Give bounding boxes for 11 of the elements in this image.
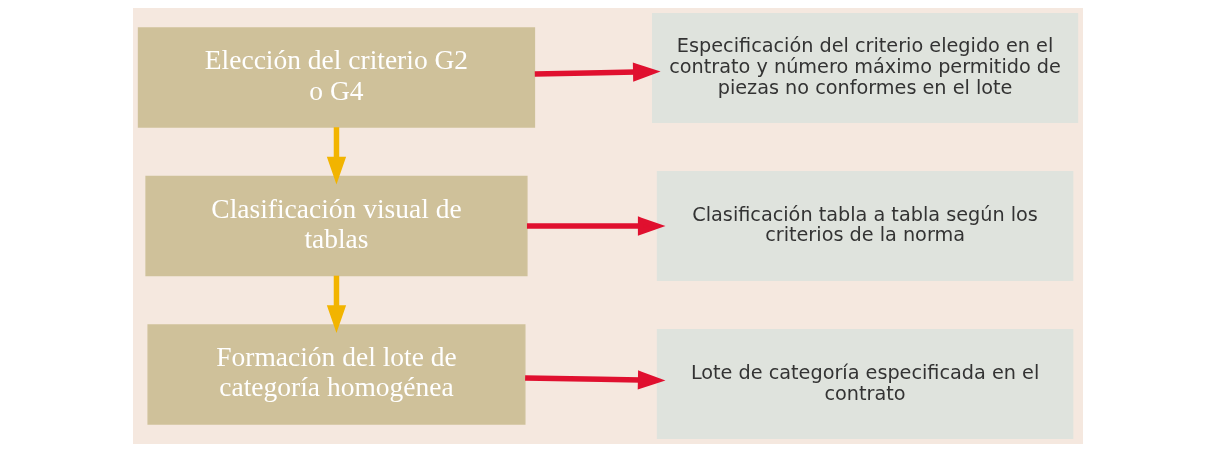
arrow: [326, 275, 347, 333]
arrow: [526, 216, 666, 236]
arrow: [534, 62, 661, 82]
arrow: [525, 370, 666, 390]
node-box: Elección del criterio G2 o G4: [137, 27, 536, 128]
node-box: Lote de categoría especificada en el contrato: [656, 329, 1074, 440]
arrow: [326, 127, 347, 185]
node-box: Especificación del criterio elegido en el contrato y número máximo permitido de piezas no conformes en el lote: [652, 12, 1079, 123]
node-box: Clasificación tabla a tabla según los criterios de la norma: [656, 171, 1074, 281]
node-box: Formación del lote de categoría homogénea: [147, 324, 526, 425]
node-box: Clasificación visual de tablas: [145, 175, 528, 277]
